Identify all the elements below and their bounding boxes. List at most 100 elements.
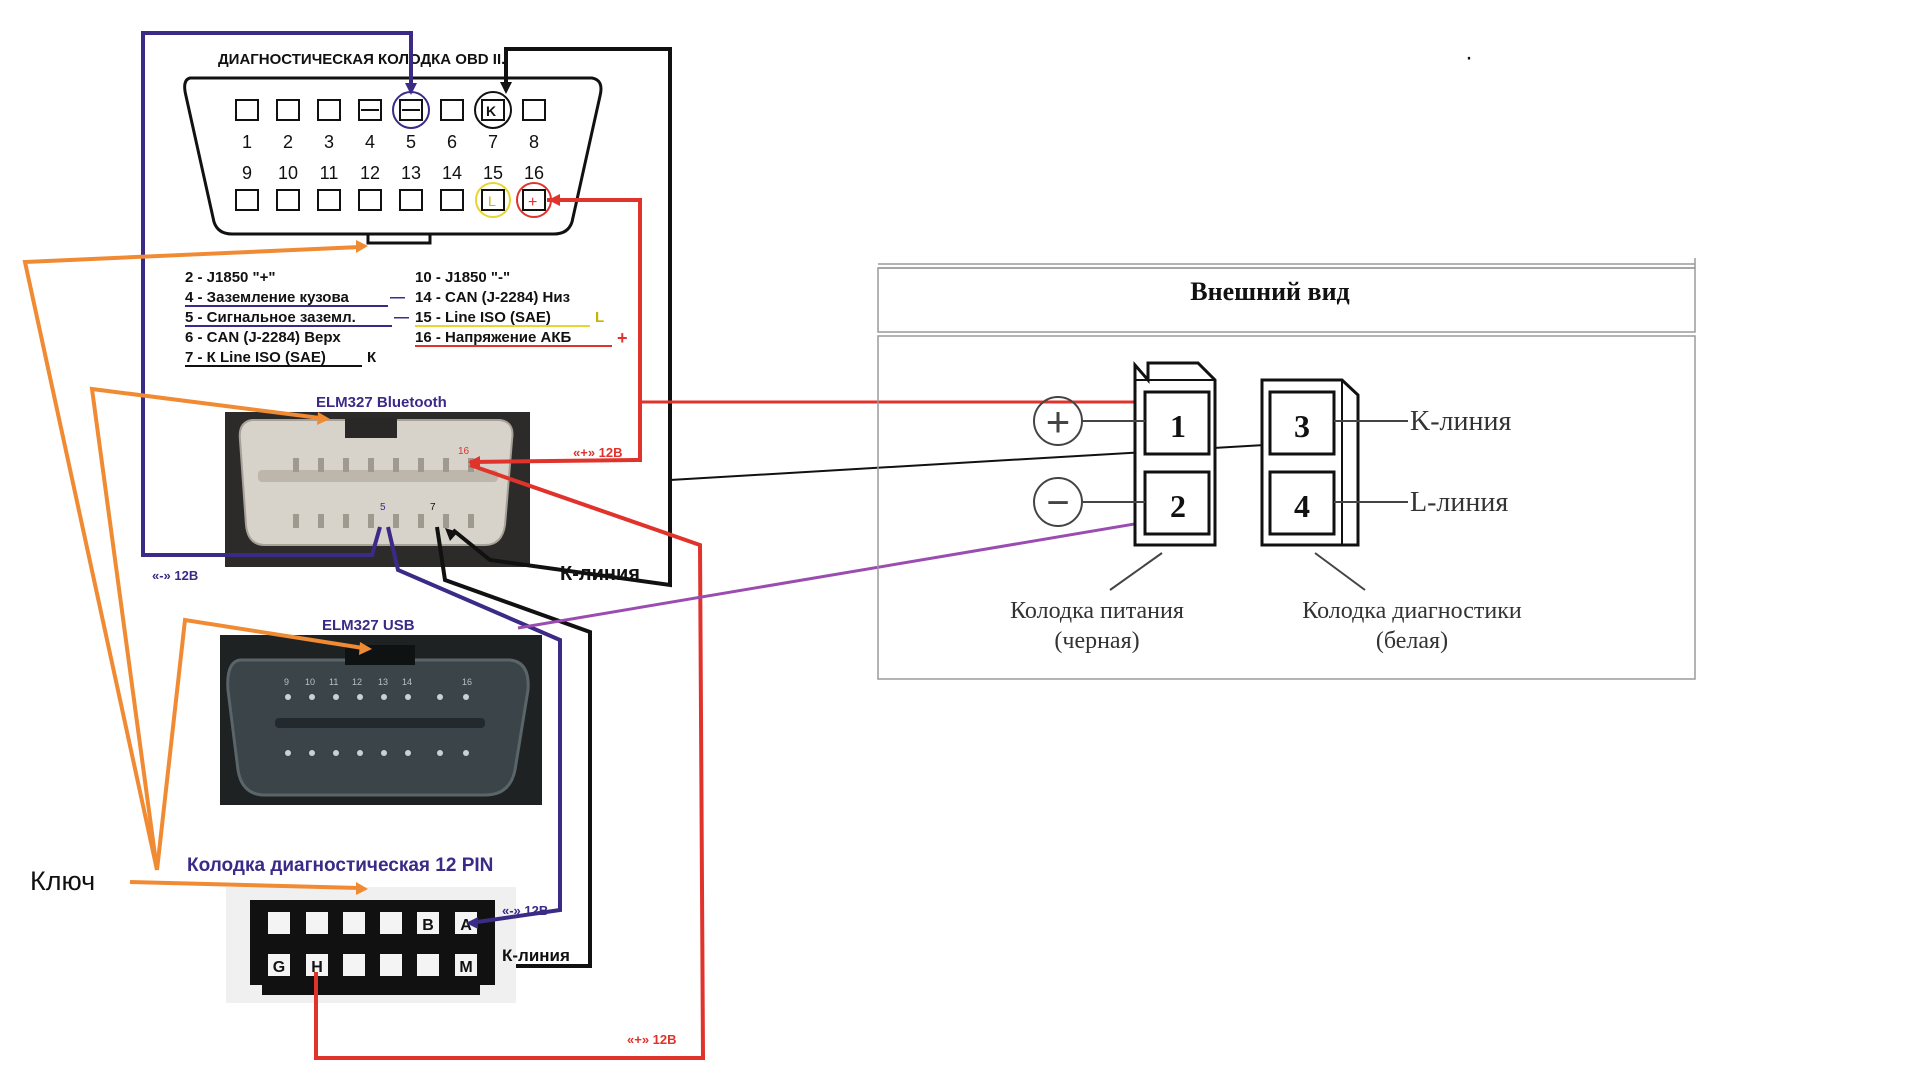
svg-text:8: 8 — [529, 132, 539, 152]
elm-bt-pin16: 16 — [458, 446, 470, 457]
svg-text:14 - CAN (J-2284) Низ: 14 - CAN (J-2284) Низ — [415, 289, 570, 306]
svg-text:—: — — [394, 309, 409, 326]
elm-bt-photo — [225, 412, 530, 567]
svg-text:7 - К Line ISO (SAE): 7 - К Line ISO (SAE) — [185, 349, 326, 366]
svg-text:15 - Line ISO (SAE): 15 - Line ISO (SAE) — [415, 309, 551, 326]
svg-text:5: 5 — [406, 132, 416, 152]
elm-usb-photo — [220, 635, 542, 805]
svg-text:2 - J1850 "+": 2 - J1850 "+" — [185, 269, 276, 286]
svg-text:A: A — [460, 917, 472, 934]
svg-text:4 - Заземление кузова: 4 - Заземление кузова — [185, 289, 349, 306]
svg-text:L: L — [595, 309, 604, 326]
svg-text:M: M — [459, 959, 472, 976]
elm-bt-pin5: 5 — [380, 502, 386, 513]
svg-text:5 - Сигнальное заземл.: 5 - Сигнальное заземл. — [185, 309, 356, 326]
obd-bottom-pin-numbers: 9 10 11 12 13 14 15 16 — [242, 163, 544, 183]
svg-text:6: 6 — [447, 132, 457, 152]
elm-usb-pin-numbers: 9 10 11 12 13 14 16 — [284, 677, 472, 687]
wire-violet-to-pin2 — [517, 518, 1159, 630]
obd-legend-right: 10 - J1850 "-" 14 - CAN (J-2284) Низ 15 … — [415, 269, 572, 346]
orange-arrowheads — [317, 240, 372, 895]
svg-text:9: 9 — [284, 677, 289, 687]
obd-legend-left: 2 - J1850 "+" 4 - Заземление кузова 5 - … — [185, 269, 356, 366]
arrow-red-elm — [468, 456, 480, 468]
arrow-purple-12pin — [466, 917, 478, 929]
svg-text:10 - J1850 "-": 10 - J1850 "-" — [415, 269, 510, 286]
obd-top-pin-numbers: 1 2 3 4 5 6 7 8 — [242, 132, 539, 152]
wire-red-plus — [469, 198, 642, 464]
svg-text:10: 10 — [305, 677, 315, 687]
svg-text:1: 1 — [242, 132, 252, 152]
power-pin2: 2 — [1170, 488, 1186, 524]
svg-text:6 - CAN (J-2284) Верх: 6 - CAN (J-2284) Верх — [185, 329, 341, 346]
k-line-label: K-линия — [1410, 406, 1511, 437]
svg-text:+: + — [617, 328, 628, 348]
wire-purple-ground-12pin — [386, 526, 562, 925]
svg-text:12: 12 — [352, 677, 362, 687]
svg-text:2: 2 — [283, 132, 293, 152]
svg-text:12: 12 — [360, 163, 380, 183]
elm-bt-title: ELM327 Bluetooth — [316, 394, 447, 411]
pin12-connector — [226, 887, 516, 1003]
elm-bt-plus-label: «+» 12В — [573, 445, 623, 460]
obd-pin7-circle — [474, 91, 512, 129]
diag-pin3: 3 — [1294, 408, 1310, 444]
svg-text:13: 13 — [401, 163, 421, 183]
svg-text:К: К — [367, 349, 377, 366]
svg-text:H: H — [311, 959, 323, 976]
right-header: Внешний вид — [1190, 277, 1349, 306]
power-pin1-box — [1143, 390, 1211, 456]
elm-bt-bottom-pins — [293, 514, 474, 528]
obd-title: ДИАГНОСТИЧЕСКАЯ КОЛОДКА OBD II. — [218, 51, 505, 68]
minus-symbol: − — [1046, 481, 1069, 525]
svg-text:10: 10 — [278, 163, 298, 183]
obd-legend-left-marks: — — К — [367, 289, 409, 366]
arrow-purple-top — [405, 83, 417, 95]
svg-text:13: 13 — [378, 677, 388, 687]
obd-pin15-circle — [475, 182, 511, 218]
wire-purple-ground — [141, 31, 413, 557]
arrow-red-pin16 — [548, 194, 560, 206]
diag-pin3-box — [1268, 390, 1336, 456]
elm-usb-title: ELM327 USB — [322, 617, 415, 634]
svg-text:4: 4 — [365, 132, 375, 152]
diag-pin4: 4 — [1294, 488, 1310, 524]
l-line-label: L-линия — [1410, 487, 1508, 518]
pin12-k-label: К-линия — [502, 946, 570, 965]
obd-legend-right-marks: L + — [595, 309, 628, 348]
svg-text:14: 14 — [442, 163, 462, 183]
diag-caption-2: (белая) — [1376, 628, 1448, 654]
svg-text:16: 16 — [462, 677, 472, 687]
elm-usb-pins — [285, 694, 469, 756]
pin12-letters: B A G H M — [273, 917, 473, 976]
svg-text:11: 11 — [320, 163, 339, 183]
wire-black-kline-12pin — [435, 526, 592, 968]
wires-orange-key — [22, 245, 364, 890]
svg-text:—: — — [390, 289, 405, 306]
obd-key-slot — [366, 232, 432, 245]
svg-text:9: 9 — [242, 163, 252, 183]
diag-caption-lead — [1314, 552, 1366, 591]
pin12-title: Колодка диагностическая 12 PIN — [187, 855, 493, 876]
svg-text:14: 14 — [402, 677, 412, 687]
power-caption-lead — [1109, 552, 1163, 591]
wire-black-kline — [451, 47, 672, 588]
svg-text:11: 11 — [329, 677, 338, 687]
pin12-plus-label: «+» 12В — [627, 1032, 677, 1047]
svg-text:15: 15 — [483, 163, 503, 183]
arrow-black-top — [500, 82, 512, 94]
power-caption-1: Колодка питания — [1010, 598, 1184, 624]
svg-text:16 - Напряжение АКБ: 16 - Напряжение АКБ — [415, 329, 572, 346]
pin12-bottom-cells — [268, 954, 477, 976]
key-label: Ключ — [30, 866, 95, 896]
obd-bottom-pins — [235, 189, 546, 211]
svg-text:3: 3 — [324, 132, 334, 152]
plus-symbol: + — [1046, 398, 1071, 445]
obd-pin15-l: L — [488, 193, 496, 209]
svg-text:G: G — [273, 959, 285, 976]
obd-top-pins — [235, 99, 546, 121]
obd-connector-outline — [183, 76, 603, 236]
power-caption-2: (черная) — [1054, 628, 1139, 654]
obd-pin7-k: K — [486, 103, 496, 119]
